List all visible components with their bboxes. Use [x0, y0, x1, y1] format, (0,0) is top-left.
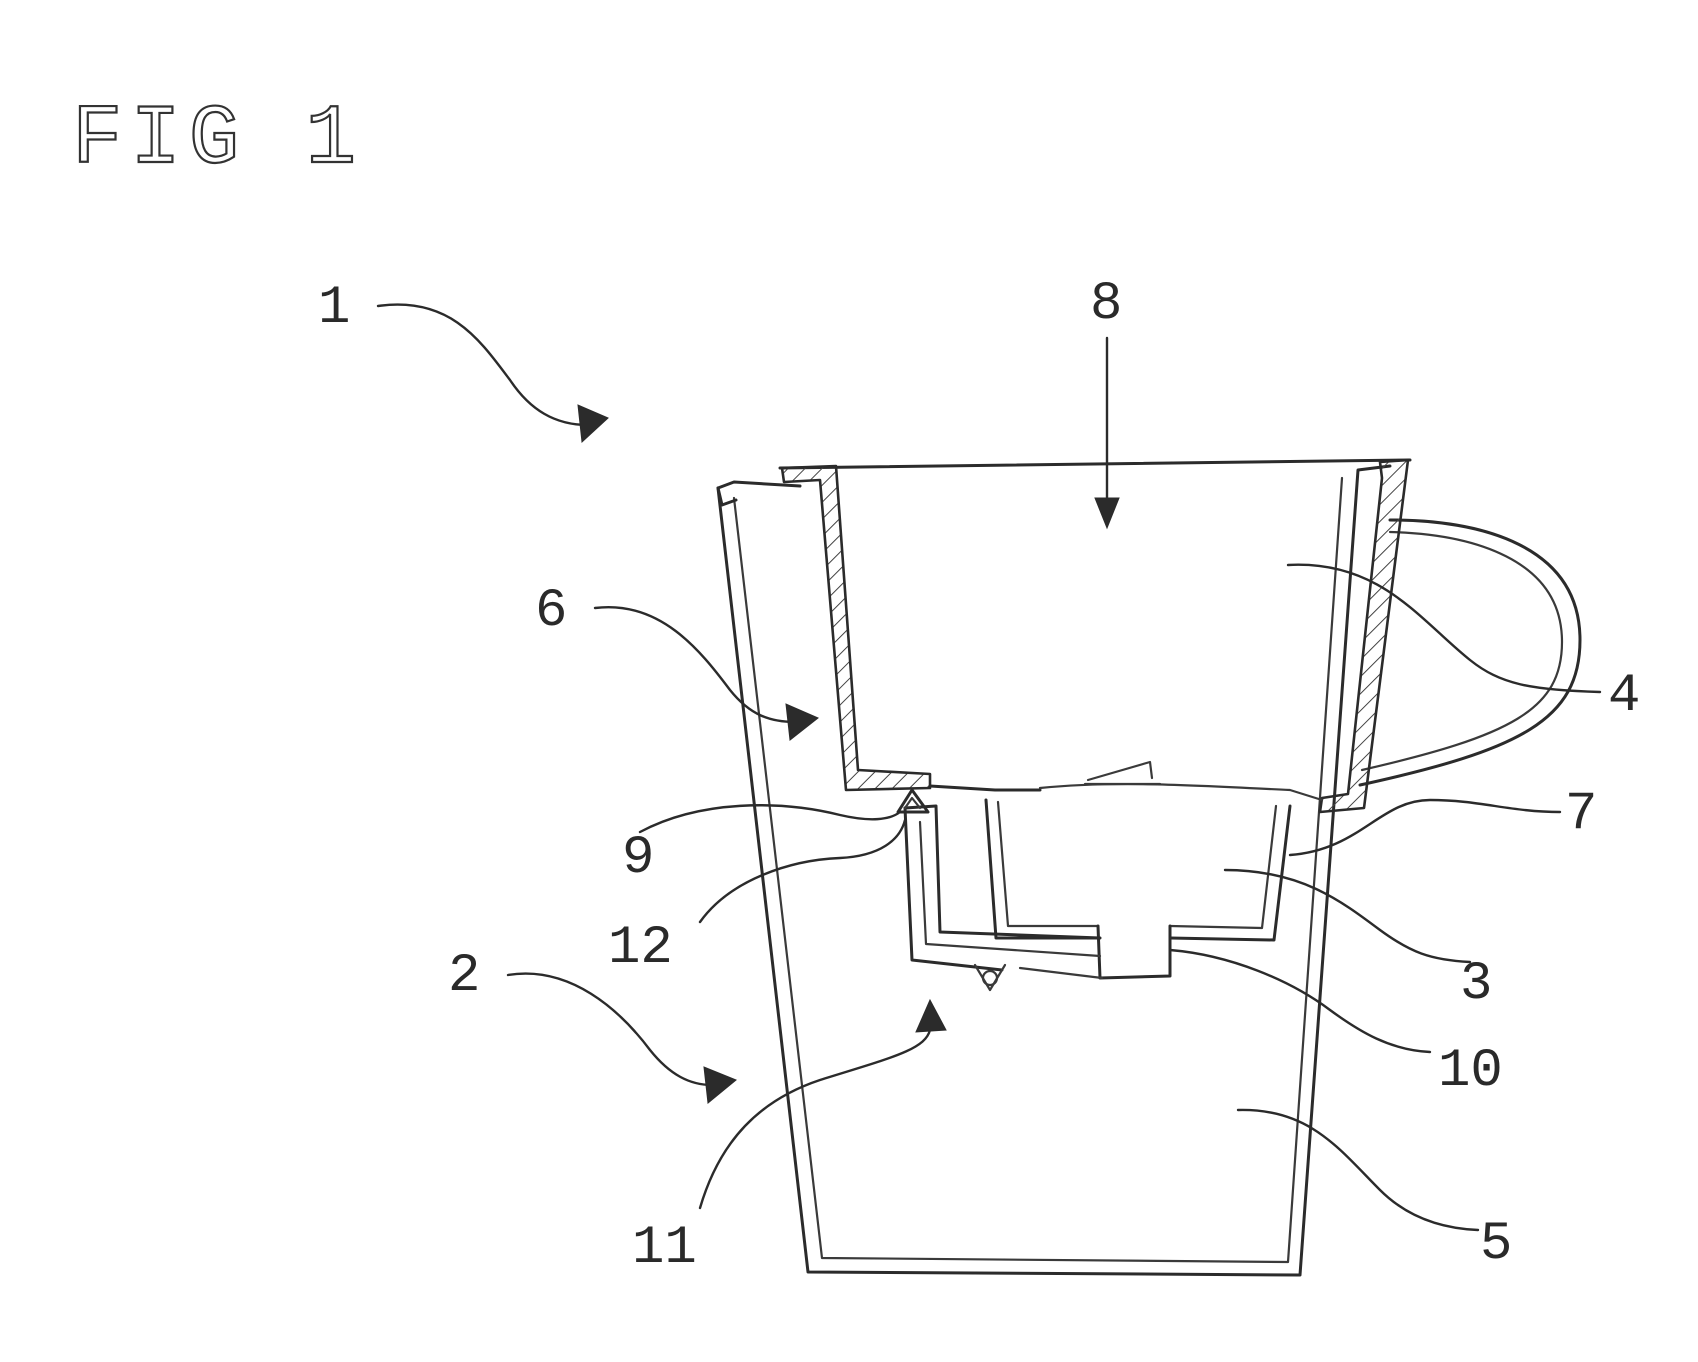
- valve: [896, 788, 930, 814]
- label-10: 10: [1438, 1041, 1503, 1102]
- label-4: 4: [1608, 666, 1640, 727]
- leader-1: [376, 303, 609, 444]
- label-12: 12: [608, 918, 673, 979]
- label-5: 5: [1480, 1214, 1512, 1275]
- upper-funnel: [778, 458, 1412, 814]
- label-7: 7: [1565, 784, 1597, 845]
- leader-6: [593, 605, 819, 741]
- figure-title: FIG 1: [72, 93, 364, 188]
- label-3: 3: [1460, 954, 1492, 1015]
- leader-11: [698, 998, 947, 1210]
- leader-8: [1094, 336, 1120, 530]
- jug-handle: [1358, 518, 1582, 787]
- bypass-duct: [903, 804, 1104, 992]
- filter-cartridge: [984, 798, 1292, 980]
- leader-2: [506, 972, 737, 1104]
- leader-5: [1236, 1108, 1480, 1232]
- leader-4: [1286, 563, 1602, 694]
- label-11: 11: [632, 1218, 697, 1279]
- label-6: 6: [535, 581, 567, 642]
- leader-10: [1168, 948, 1432, 1054]
- label-8: 8: [1090, 274, 1122, 335]
- label-9: 9: [622, 828, 654, 889]
- leader-12: [698, 818, 907, 924]
- leader-3: [1223, 868, 1472, 964]
- leader-9: [638, 804, 902, 834]
- leader-7: [1288, 798, 1562, 857]
- jug-outer-wall: [716, 464, 1392, 1277]
- label-1: 1: [318, 278, 350, 339]
- label-2: 2: [448, 946, 480, 1007]
